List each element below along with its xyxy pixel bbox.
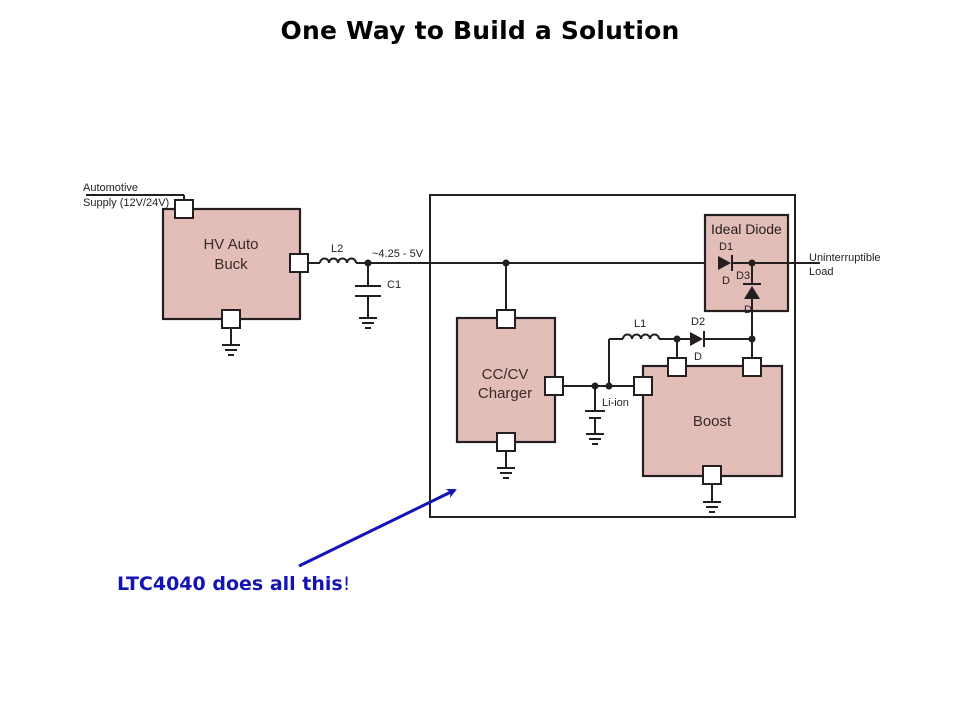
buck-input-pin — [174, 199, 194, 219]
d3-sub-label: D — [744, 304, 752, 316]
ideal-diode-label: Ideal Diode — [711, 221, 782, 237]
hv-auto-buck-block: HV Auto Buck — [161, 199, 309, 356]
boost-output-pin — [742, 357, 762, 377]
li-ion-label: Li-ion — [602, 397, 629, 409]
buck-ground-pin — [221, 309, 241, 329]
ground-icon — [359, 317, 377, 329]
charger-label-line2: Charger — [478, 385, 532, 402]
inductor-icon — [622, 333, 660, 340]
charger-label-line1: CC/CV — [482, 366, 529, 383]
buck-label-line2: Buck — [214, 256, 248, 273]
ltc4040-callout: LTC4040 does all this! — [117, 573, 350, 595]
l2-label: L2 — [331, 243, 343, 255]
l2-inductor: L2 — [308, 243, 357, 264]
diode-icon — [718, 256, 731, 270]
buck-body — [161, 207, 302, 321]
load-label-line1: Uninterruptible — [809, 252, 881, 264]
d2-label: D2 — [691, 316, 705, 328]
charger-input-pin — [496, 309, 516, 329]
charger-body — [455, 316, 557, 444]
l1-label: L1 — [634, 318, 646, 330]
slide-title: One Way to Build a Solution — [280, 16, 680, 45]
ideal-diode-block: Ideal Diode D1 D D3 D — [703, 213, 790, 339]
battery-icon — [585, 386, 605, 445]
diode-icon — [690, 332, 703, 346]
d2-sub-label: D — [694, 351, 702, 363]
d1-label: D1 — [719, 241, 733, 253]
boost-sw-pin — [667, 357, 687, 377]
voltage-label: ~4.25 - 5V — [372, 248, 424, 260]
supply-label-line2: Supply (12V/24V) — [83, 197, 169, 209]
buck-label-line1: HV Auto — [203, 236, 258, 253]
supply-label-line1: Automotive — [83, 182, 138, 194]
boost-input-pin — [633, 376, 653, 396]
ground-icon — [703, 484, 721, 513]
c1-capacitor: C1 — [355, 263, 401, 329]
charger-output-pin — [544, 376, 564, 396]
supply-input: Automotive Supply (12V/24V) — [83, 182, 185, 209]
diode-icon — [744, 286, 760, 299]
charger-ground-pin — [496, 432, 516, 452]
c1-label: C1 — [387, 279, 401, 291]
ground-icon — [222, 328, 240, 356]
boost-ground-pin — [702, 465, 722, 485]
d3-label: D3 — [736, 270, 750, 282]
callout-arrow — [298, 488, 457, 568]
buck-output-pin — [289, 253, 309, 273]
cc-cv-charger-block: CC/CV Charger — [455, 309, 564, 479]
d2-diode: D2 D — [690, 316, 752, 363]
load-label-line2: Load — [809, 266, 833, 278]
inductor-icon — [319, 257, 357, 264]
d1-sub-label: D — [722, 275, 730, 287]
ground-icon — [497, 451, 515, 479]
boost-label: Boost — [693, 413, 732, 430]
boost-block: Boost — [633, 357, 784, 513]
callout-text: LTC4040 does all this — [117, 573, 343, 595]
ltc4040-boundary — [429, 194, 796, 518]
callout-exclamation: ! — [342, 573, 351, 595]
